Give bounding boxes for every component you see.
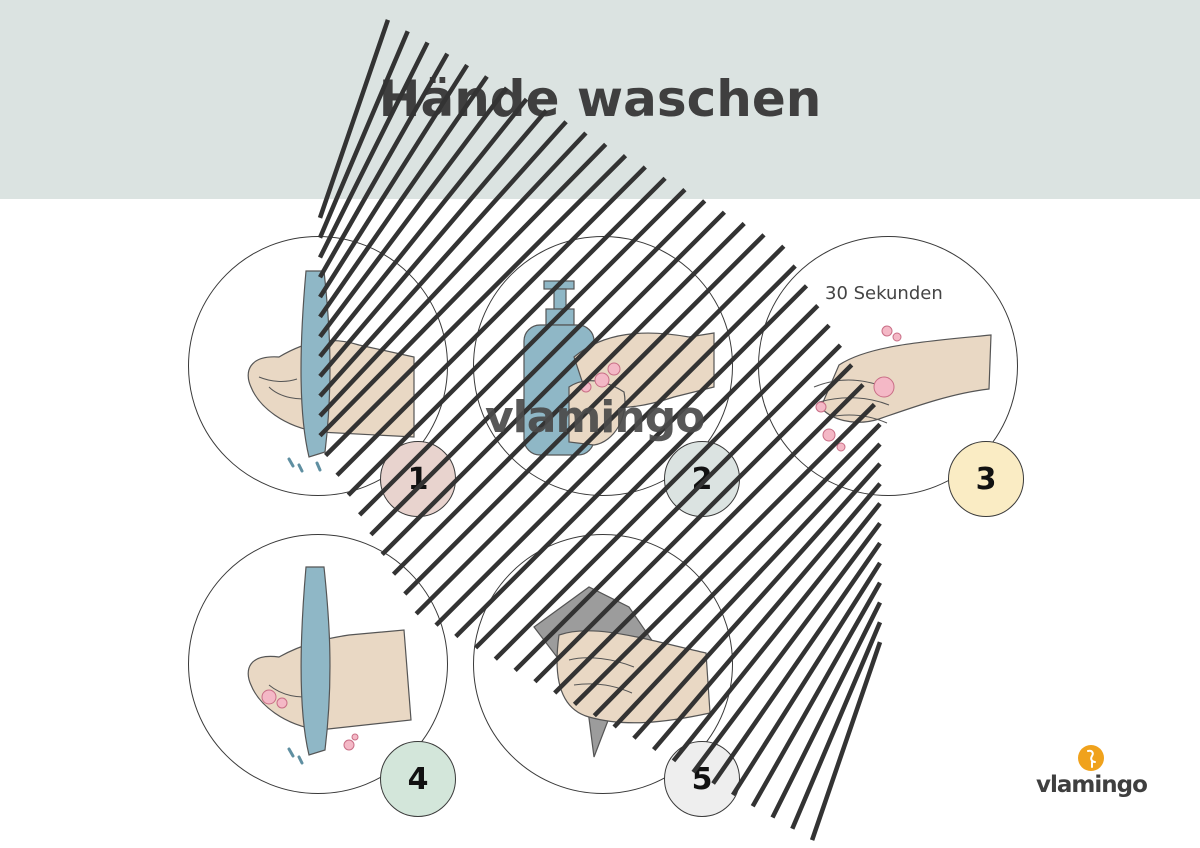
duration-label: 30 Sekunden — [825, 283, 943, 304]
hatch-line — [809, 641, 883, 841]
brand-name: vlamingo — [1036, 772, 1148, 798]
rinse-hands-illustration — [247, 566, 412, 765]
hatch-line — [711, 541, 882, 785]
step-4-badge: 4 — [380, 741, 456, 817]
flamingo-icon — [1078, 745, 1104, 771]
hatch-line — [750, 581, 882, 808]
page-title: Hände waschen — [378, 70, 822, 128]
step-1-badge: 1 — [380, 441, 456, 517]
step-2-badge: 2 — [664, 441, 740, 517]
step-3-badge: 3 — [948, 441, 1024, 517]
hatch-line — [770, 601, 883, 819]
step-5-badge: 5 — [664, 741, 740, 817]
watermark-logo: vlamingo — [485, 392, 705, 443]
hatch-line — [790, 621, 883, 830]
hatch-line — [730, 561, 882, 797]
brand-logo: vlamingo — [1036, 744, 1148, 804]
